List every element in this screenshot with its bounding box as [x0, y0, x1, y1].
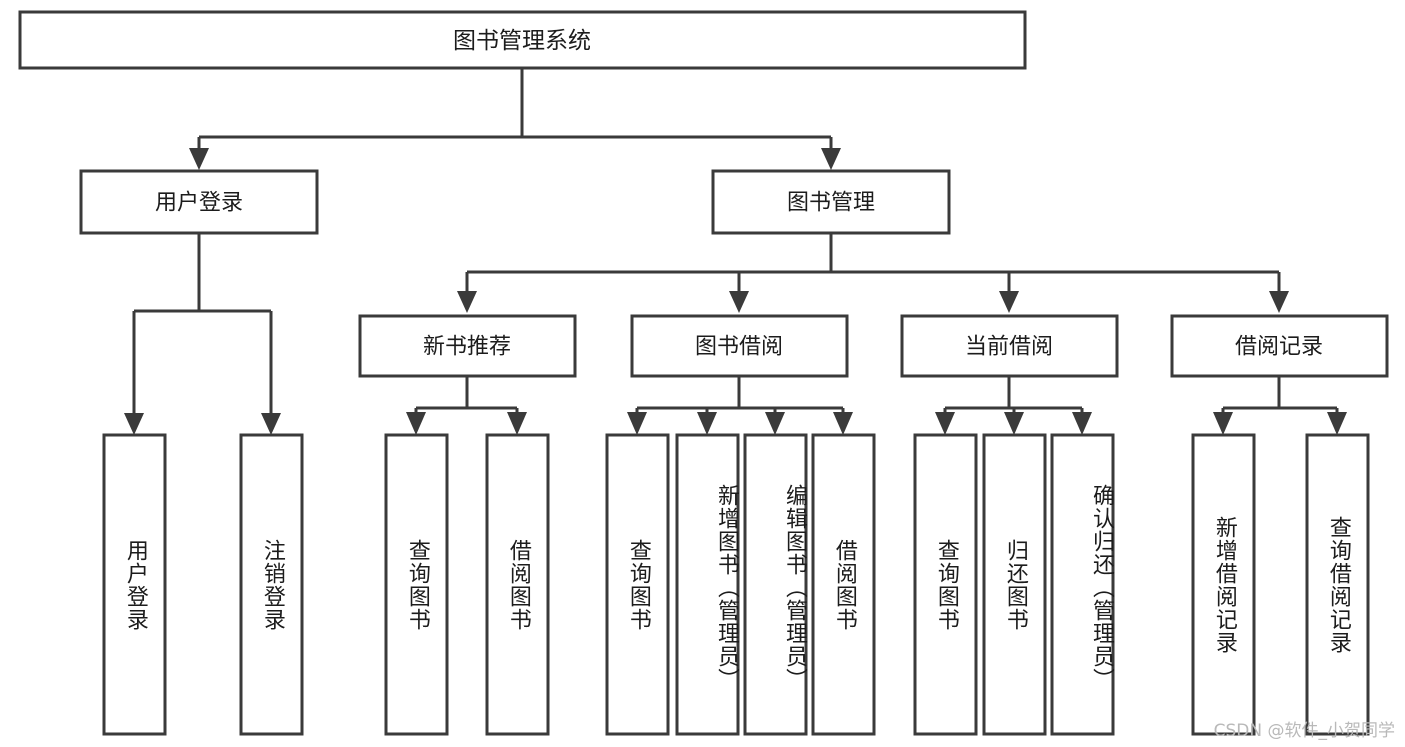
leaf-label-user-login-2: 注销登录	[259, 538, 285, 631]
leaf-label-currentborrow-1: 查询图书	[933, 538, 959, 631]
leaf-label-bookborrow-1: 查询图书	[625, 538, 651, 631]
leaf-label-newbook-2: 借阅图书	[505, 538, 531, 631]
leaf-box-borrowrecord-2[interactable]	[1305, 433, 1370, 736]
node-user-login-label: 用户登录	[155, 191, 243, 216]
leaf-box-newbook-1[interactable]	[384, 433, 449, 736]
leaf-label-user-login-1: 用户登录	[122, 538, 148, 631]
connector-userlogin-to-leaves	[124, 233, 281, 435]
node-new-book-recommend-label: 新书推荐	[423, 335, 511, 360]
node-root[interactable]: 图书管理系统	[18, 10, 1027, 70]
leaf-label-currentborrow-2: 归还图书	[1002, 538, 1028, 631]
leaf-label-bookborrow-2: 新增图书（管理员）	[714, 483, 739, 691]
leaf-box-bookborrow-4[interactable]	[811, 433, 876, 736]
leaf-box-currentborrow-2[interactable]	[982, 433, 1047, 736]
leaf-label-currentborrow-3: 确认归还（管理员）	[1089, 483, 1114, 691]
node-book-management-label: 图书管理	[787, 191, 875, 216]
leaf-label-bookborrow-3: 编辑图书（管理员）	[782, 483, 807, 691]
leaf-box-bookborrow-1[interactable]	[605, 433, 670, 736]
node-current-borrow-label: 当前借阅	[965, 335, 1053, 360]
leaf-box-currentborrow-3[interactable]	[1050, 433, 1115, 736]
csdn-watermark: CSDN @软件_小贺同学	[1213, 721, 1395, 741]
connector-bookborrow-to-leaves	[627, 376, 853, 435]
connector-currentborrow-to-leaves	[935, 376, 1092, 435]
leaf-box-bookborrow-3[interactable]	[743, 433, 808, 736]
node-new-book-recommend[interactable]: 新书推荐	[358, 314, 577, 378]
node-book-management[interactable]: 图书管理	[711, 169, 951, 235]
connector-newbook-to-leaves	[406, 376, 527, 435]
node-book-borrow-label: 图书借阅	[695, 335, 783, 360]
leaf-label-borrowrecord-1: 新增借阅记录	[1211, 515, 1237, 654]
leaf-box-user-login-1[interactable]	[102, 433, 167, 736]
node-book-borrow[interactable]: 图书借阅	[630, 314, 849, 378]
leaf-label-borrowrecord-2: 查询借阅记录	[1325, 515, 1351, 654]
node-root-label: 图书管理系统	[453, 28, 591, 54]
node-borrow-record[interactable]: 借阅记录	[1170, 314, 1389, 378]
leaf-box-newbook-2[interactable]	[485, 433, 550, 736]
leaf-label-newbook-1: 查询图书	[404, 538, 430, 631]
node-user-login[interactable]: 用户登录	[79, 169, 319, 235]
leaf-label-bookborrow-4: 借阅图书	[831, 538, 857, 631]
leaf-box-currentborrow-1[interactable]	[913, 433, 978, 736]
leaf-box-borrowrecord-1[interactable]	[1191, 433, 1256, 736]
node-current-borrow[interactable]: 当前借阅	[900, 314, 1119, 378]
leaf-box-bookborrow-2[interactable]	[675, 433, 740, 736]
node-borrow-record-label: 借阅记录	[1235, 335, 1323, 360]
connector-bookmgmt-to-level3	[457, 233, 1289, 313]
leaf-box-user-login-2[interactable]	[239, 433, 304, 736]
connector-root-to-level2	[189, 68, 841, 170]
connector-borrowrecord-to-leaves	[1213, 376, 1347, 435]
